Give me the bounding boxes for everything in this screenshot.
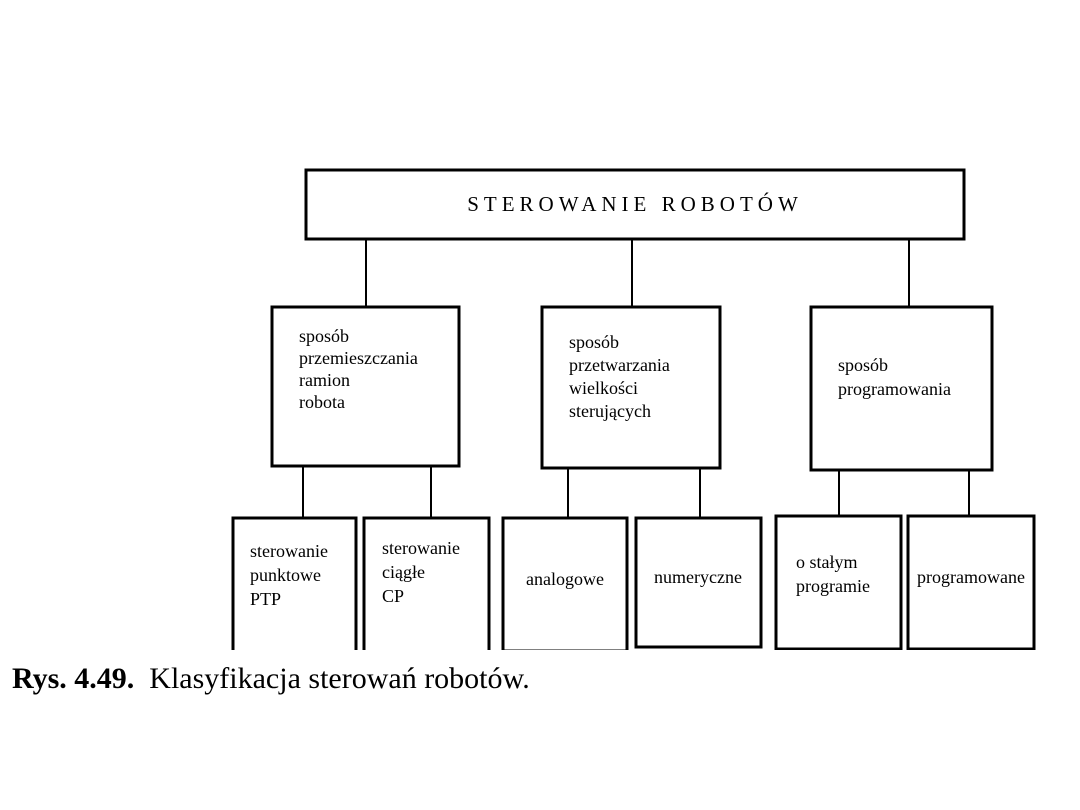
leaf-line: sterowanie [250, 541, 328, 561]
leaf-box [501, 516, 629, 650]
leaf-box [362, 516, 491, 650]
category-box [809, 305, 994, 472]
category-line: sposób [838, 355, 888, 375]
leaf-line: sterowanie [382, 538, 460, 558]
leaf-line: programowane [917, 567, 1025, 587]
leaf-line: o stałym [796, 552, 858, 572]
category-line: sterujących [569, 401, 651, 421]
robot-control-classification-diagram: STEROWANIE ROBOTÓW sposób przemieszczani… [231, 168, 1036, 650]
leaf-line: ciągłe [382, 562, 425, 582]
leaf-box [231, 516, 358, 650]
leaf-node-programmable: programowane [906, 514, 1036, 650]
leaf-node-continuous-path: sterowanie ciągłe CP [362, 516, 491, 650]
category-node-programming: sposób programowania [809, 305, 994, 472]
root-title: STEROWANIE ROBOTÓW [467, 192, 803, 216]
leaf-node-fixed-program: o stałym programie [774, 514, 903, 650]
root-box [304, 168, 966, 241]
leaf-line: numeryczne [654, 567, 742, 587]
category-node-movement: sposób przemieszczania ramion robota [270, 305, 461, 468]
leaf-line: programie [796, 576, 870, 596]
figure-caption-text: Klasyfikacja sterowań robotów. [149, 662, 530, 695]
leaf-box [634, 516, 763, 649]
category-node-processing: sposób przetwarzania wielkości sterujący… [540, 305, 722, 470]
category-line: przetwarzania [569, 355, 670, 375]
category-line: sposób [299, 326, 349, 346]
leaf-node-point-to-point: sterowanie punktowe PTP [231, 516, 358, 650]
category-line: ramion [299, 370, 350, 390]
leaf-line: analogowe [526, 569, 604, 589]
category-line: sposób [569, 332, 619, 352]
leaf-node-numeric: numeryczne [634, 516, 763, 649]
category-box [270, 305, 461, 468]
leaf-line: CP [382, 586, 404, 606]
category-line: programowania [838, 379, 951, 399]
figure-number: Rys. 4.49. [12, 662, 135, 695]
category-line: wielkości [569, 378, 638, 398]
figure-caption: Rys. 4.49. Klasyfikacja sterowań robotów… [12, 662, 530, 696]
category-box [540, 305, 722, 470]
leaf-node-analog: analogowe [501, 516, 629, 650]
leaf-box [906, 514, 1036, 650]
leaf-line: punktowe [250, 565, 321, 585]
leaf-line: PTP [250, 589, 281, 609]
leaf-box [774, 514, 903, 650]
category-line: przemieszczania [299, 348, 418, 368]
category-line: robota [299, 392, 345, 412]
root-node: STEROWANIE ROBOTÓW [304, 168, 966, 241]
